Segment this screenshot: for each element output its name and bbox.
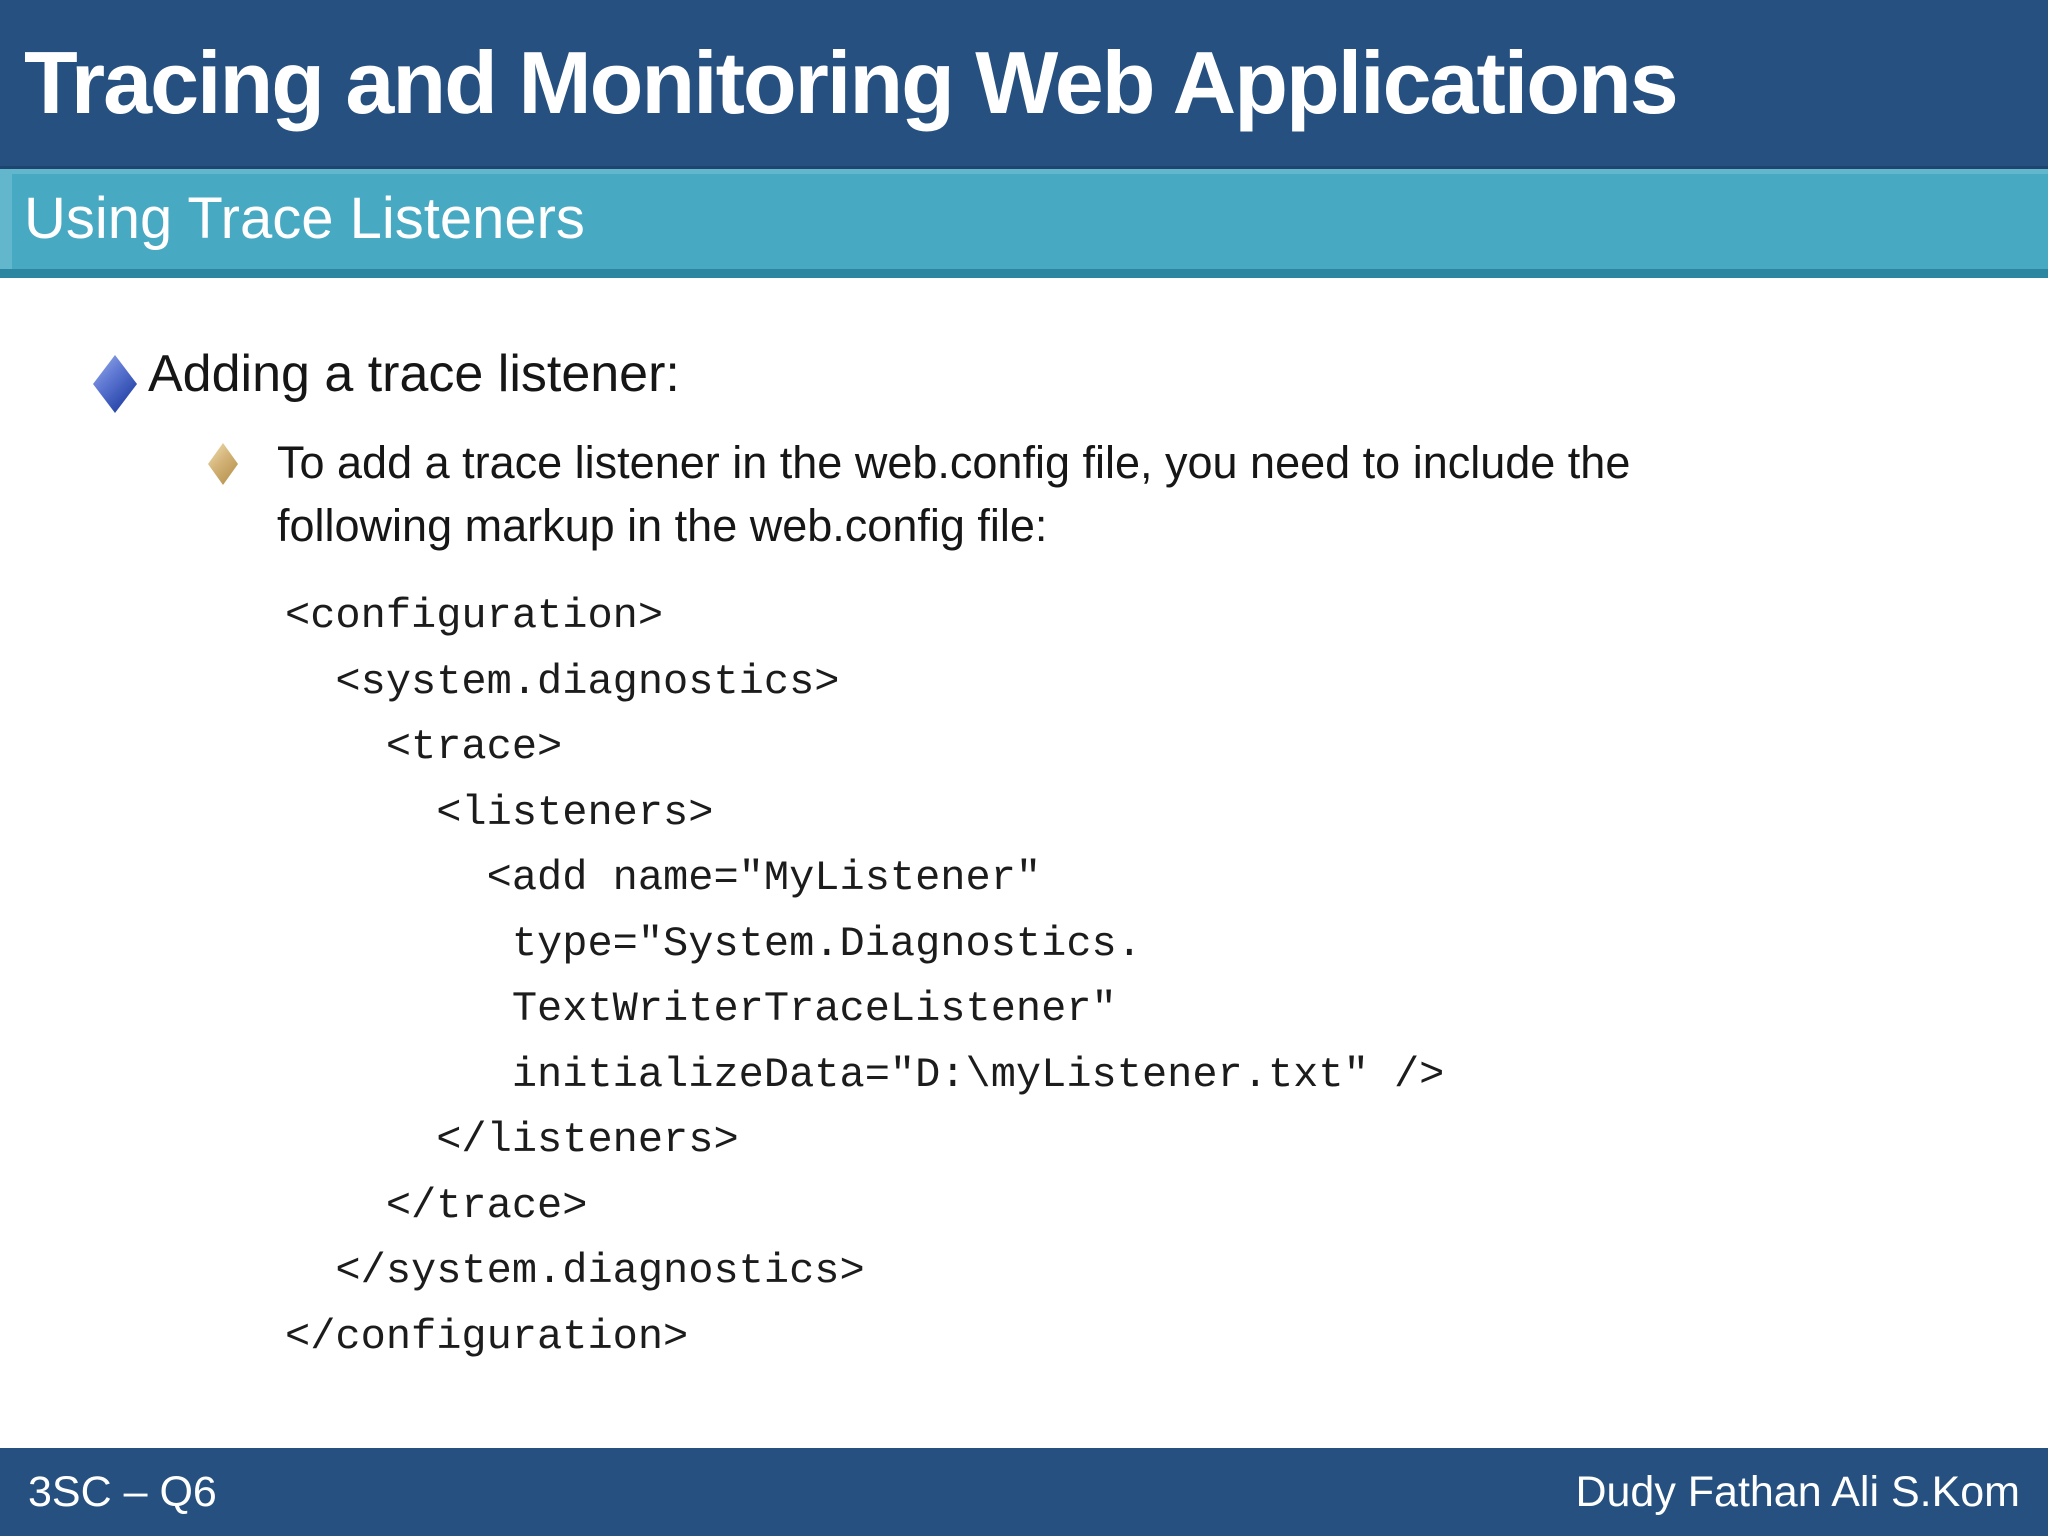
gold-diamond-icon: [208, 443, 238, 485]
blue-diamond-icon: [93, 355, 137, 413]
code-block: <configuration> <system.diagnostics> <tr…: [285, 592, 1445, 1361]
bullet-level1-text: Adding a trace listener:: [148, 345, 680, 403]
slide-title: Tracing and Monitoring Web Applications: [24, 33, 1679, 132]
footer-author: Dudy Fathan Ali S.Kom: [1575, 1468, 2020, 1516]
bullet-level2-line2: following markup in the web.config file:: [277, 500, 1048, 551]
gold-diamond-shape: [208, 443, 238, 485]
footer-slide-id: 3SC – Q6: [28, 1468, 217, 1516]
bullet-level2-line1: To add a trace listener in the web.confi…: [277, 437, 1631, 488]
slide-subtitle: Using Trace Listeners: [24, 186, 585, 251]
title-bar: Tracing and Monitoring Web Applications: [0, 0, 2048, 166]
subtitle-bar: Using Trace Listeners: [0, 166, 2048, 278]
blue-diamond-shape: [93, 355, 137, 413]
footer-bar: 3SC – Q6 Dudy Fathan Ali S.Kom: [0, 1448, 2048, 1536]
bullet-level2-text: To add a trace listener in the web.confi…: [277, 431, 1630, 557]
slide-content: [0, 278, 2048, 1448]
